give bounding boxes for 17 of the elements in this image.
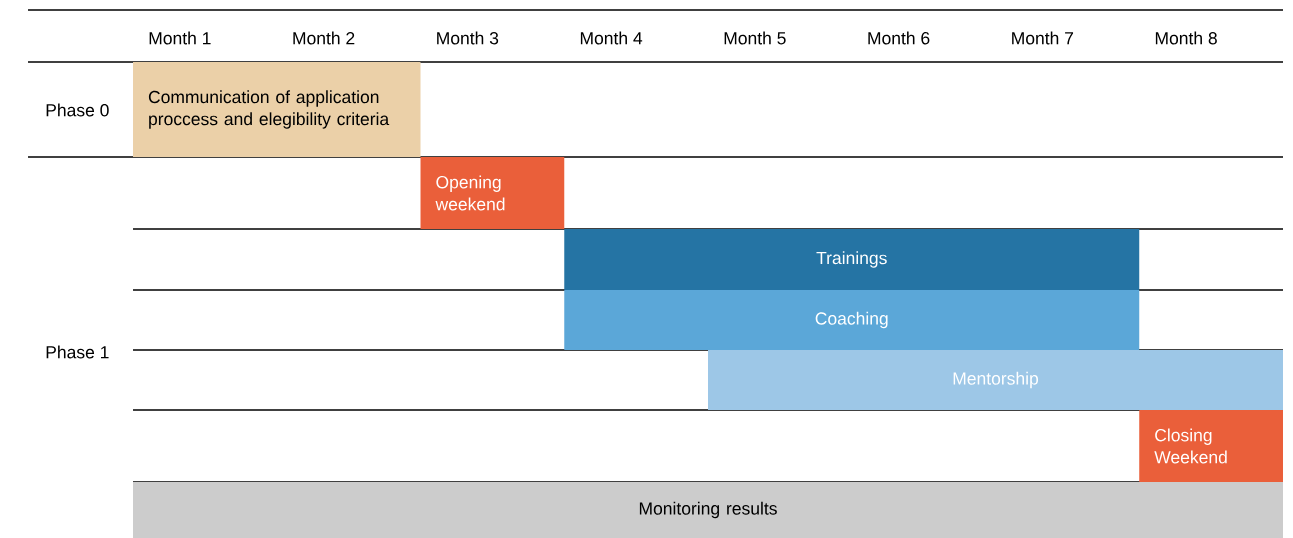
task-bar: Closing Weekend (1139, 410, 1283, 482)
column-header: Month 8 (1155, 31, 1217, 45)
column-header: Month 5 (724, 31, 786, 45)
task-bar: Trainings (564, 229, 1140, 290)
task-bar: Monitoring results (133, 482, 1283, 538)
row-label: Phase 1 (46, 345, 109, 359)
column-header: Month 2 (293, 31, 355, 45)
column-header: Month 7 (1012, 31, 1074, 45)
column-header: Month 4 (580, 31, 643, 45)
column-header: Month 3 (437, 31, 499, 45)
task-bar: Coaching (564, 290, 1140, 350)
column-header: Month 1 (149, 31, 211, 45)
task-bar: Communication of application proccess and elegibility criteria (133, 62, 421, 157)
column-header: Month 6 (868, 31, 930, 45)
task-bar: Opening weekend (420, 157, 565, 229)
row-label: Phase 0 (46, 103, 109, 117)
task-bar: Mentorship (708, 350, 1283, 410)
